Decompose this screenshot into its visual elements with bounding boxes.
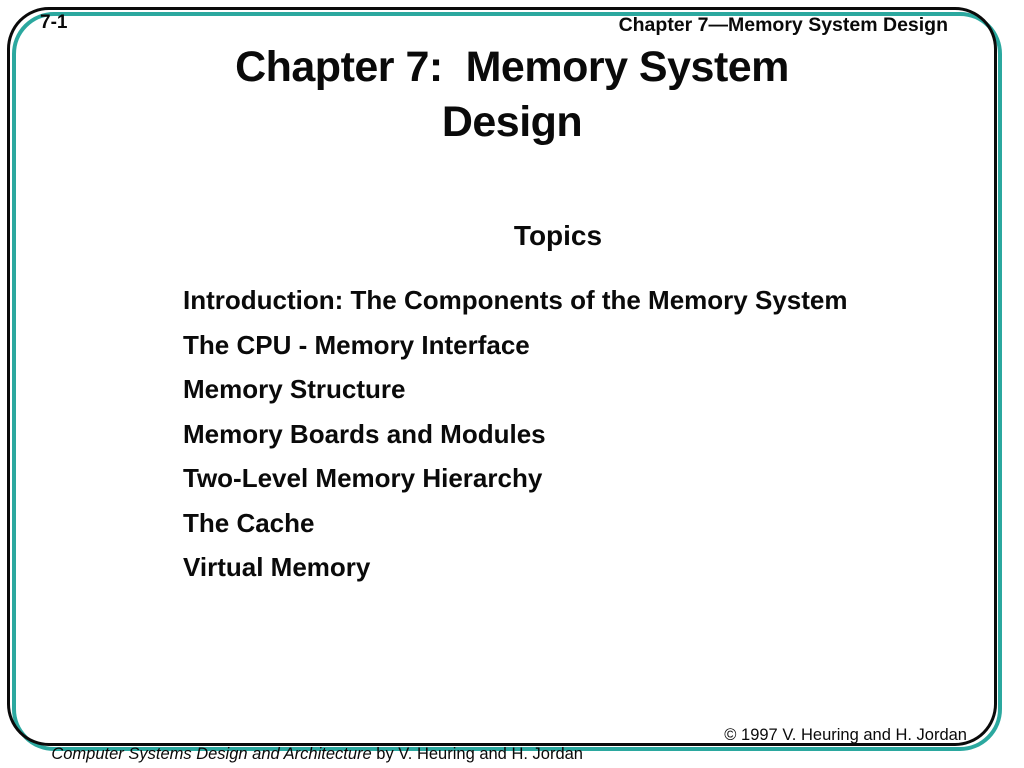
header-chapter-title: Chapter 7—Memory System Design	[618, 14, 948, 36]
topic-item: Memory Boards and Modules	[183, 418, 546, 449]
footer-attribution: Computer Systems Design and Architecture…	[33, 726, 583, 768]
footer-copyright: © 1997 V. Heuring and H. Jordan	[724, 726, 967, 744]
slide-title-line-1: Chapter 7: Memory System	[235, 43, 789, 91]
topic-item: The CPU - Memory Interface	[183, 329, 530, 360]
black-border-frame	[7, 7, 997, 746]
topics-heading: Topics	[513, 220, 603, 251]
topic-item: The Cache	[183, 507, 315, 538]
topic-item: Introduction: The Components of the Memo…	[183, 285, 848, 315]
slide-title-line-2: Design	[441, 98, 583, 146]
topic-item: Memory Structure	[183, 374, 406, 404]
footer-authors: by V. Heuring and H. Jordan	[371, 745, 583, 763]
slide-title: Chapter 7: Memory System Design	[62, 40, 962, 150]
teal-border-frame	[12, 12, 1002, 751]
slide-number-label: 7-1	[40, 12, 68, 33]
footer-book-title: Computer Systems Design and Architecture	[51, 745, 372, 763]
topics-list: Introduction: The Components of the Memo…	[183, 278, 963, 590]
topic-item: Two-Level Memory Hierarchy	[183, 463, 543, 493]
topic-item: Virtual Memory	[183, 552, 371, 582]
